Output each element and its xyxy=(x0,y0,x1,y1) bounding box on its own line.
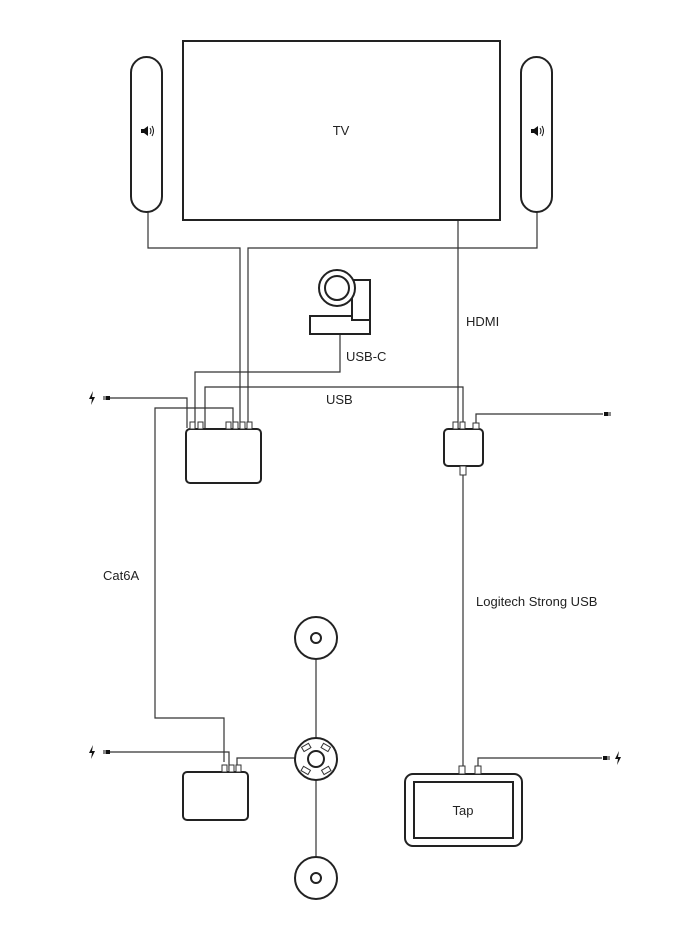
power-bolt-icon xyxy=(615,751,621,765)
left-speaker-cable xyxy=(147,212,241,428)
power-bolt-icon xyxy=(89,745,95,759)
power-plug-icon xyxy=(604,412,611,416)
display-adapter xyxy=(443,421,484,476)
extender-power-cable xyxy=(110,751,230,770)
speaker-icon xyxy=(531,125,544,137)
strong-usb-label: Logitech Strong USB xyxy=(476,594,597,609)
power-plug-icon xyxy=(103,396,110,400)
tap-power-cable xyxy=(477,757,602,773)
mic-pod-top xyxy=(294,616,338,660)
mic-extender xyxy=(182,764,249,821)
power-bolt-icon xyxy=(89,391,95,405)
hdmi-label: HDMI xyxy=(466,314,499,329)
tv-screen xyxy=(182,40,501,221)
mic-pod-hub xyxy=(294,737,338,781)
cat6a-cable xyxy=(154,407,234,762)
camera xyxy=(309,269,371,335)
cat6a-label: Cat6A xyxy=(103,568,139,583)
adapter-power-cable xyxy=(475,413,603,428)
power-plug-icon xyxy=(603,756,610,760)
extender-to-mic-hub-cable xyxy=(236,757,304,770)
camera-arm xyxy=(351,279,371,321)
camera-lens xyxy=(324,275,350,301)
tap-controller: Tap xyxy=(404,765,523,847)
right-speaker-cable xyxy=(247,212,538,428)
usb-label: USB xyxy=(326,392,353,407)
compute-hub xyxy=(185,421,262,484)
speaker-left xyxy=(130,56,163,213)
tap-screen xyxy=(413,781,514,839)
speaker-right xyxy=(520,56,553,213)
hub-power-cable xyxy=(110,397,188,428)
camera-usb-c-cable xyxy=(194,334,341,428)
speaker-icon xyxy=(141,125,154,137)
tv: TV xyxy=(182,40,501,221)
usb-c-label: USB-C xyxy=(346,349,386,364)
tap-label: Tap xyxy=(453,803,474,818)
tv-label: TV xyxy=(333,123,350,138)
power-plug-icon xyxy=(103,750,110,754)
mic-pod-bottom xyxy=(294,856,338,900)
